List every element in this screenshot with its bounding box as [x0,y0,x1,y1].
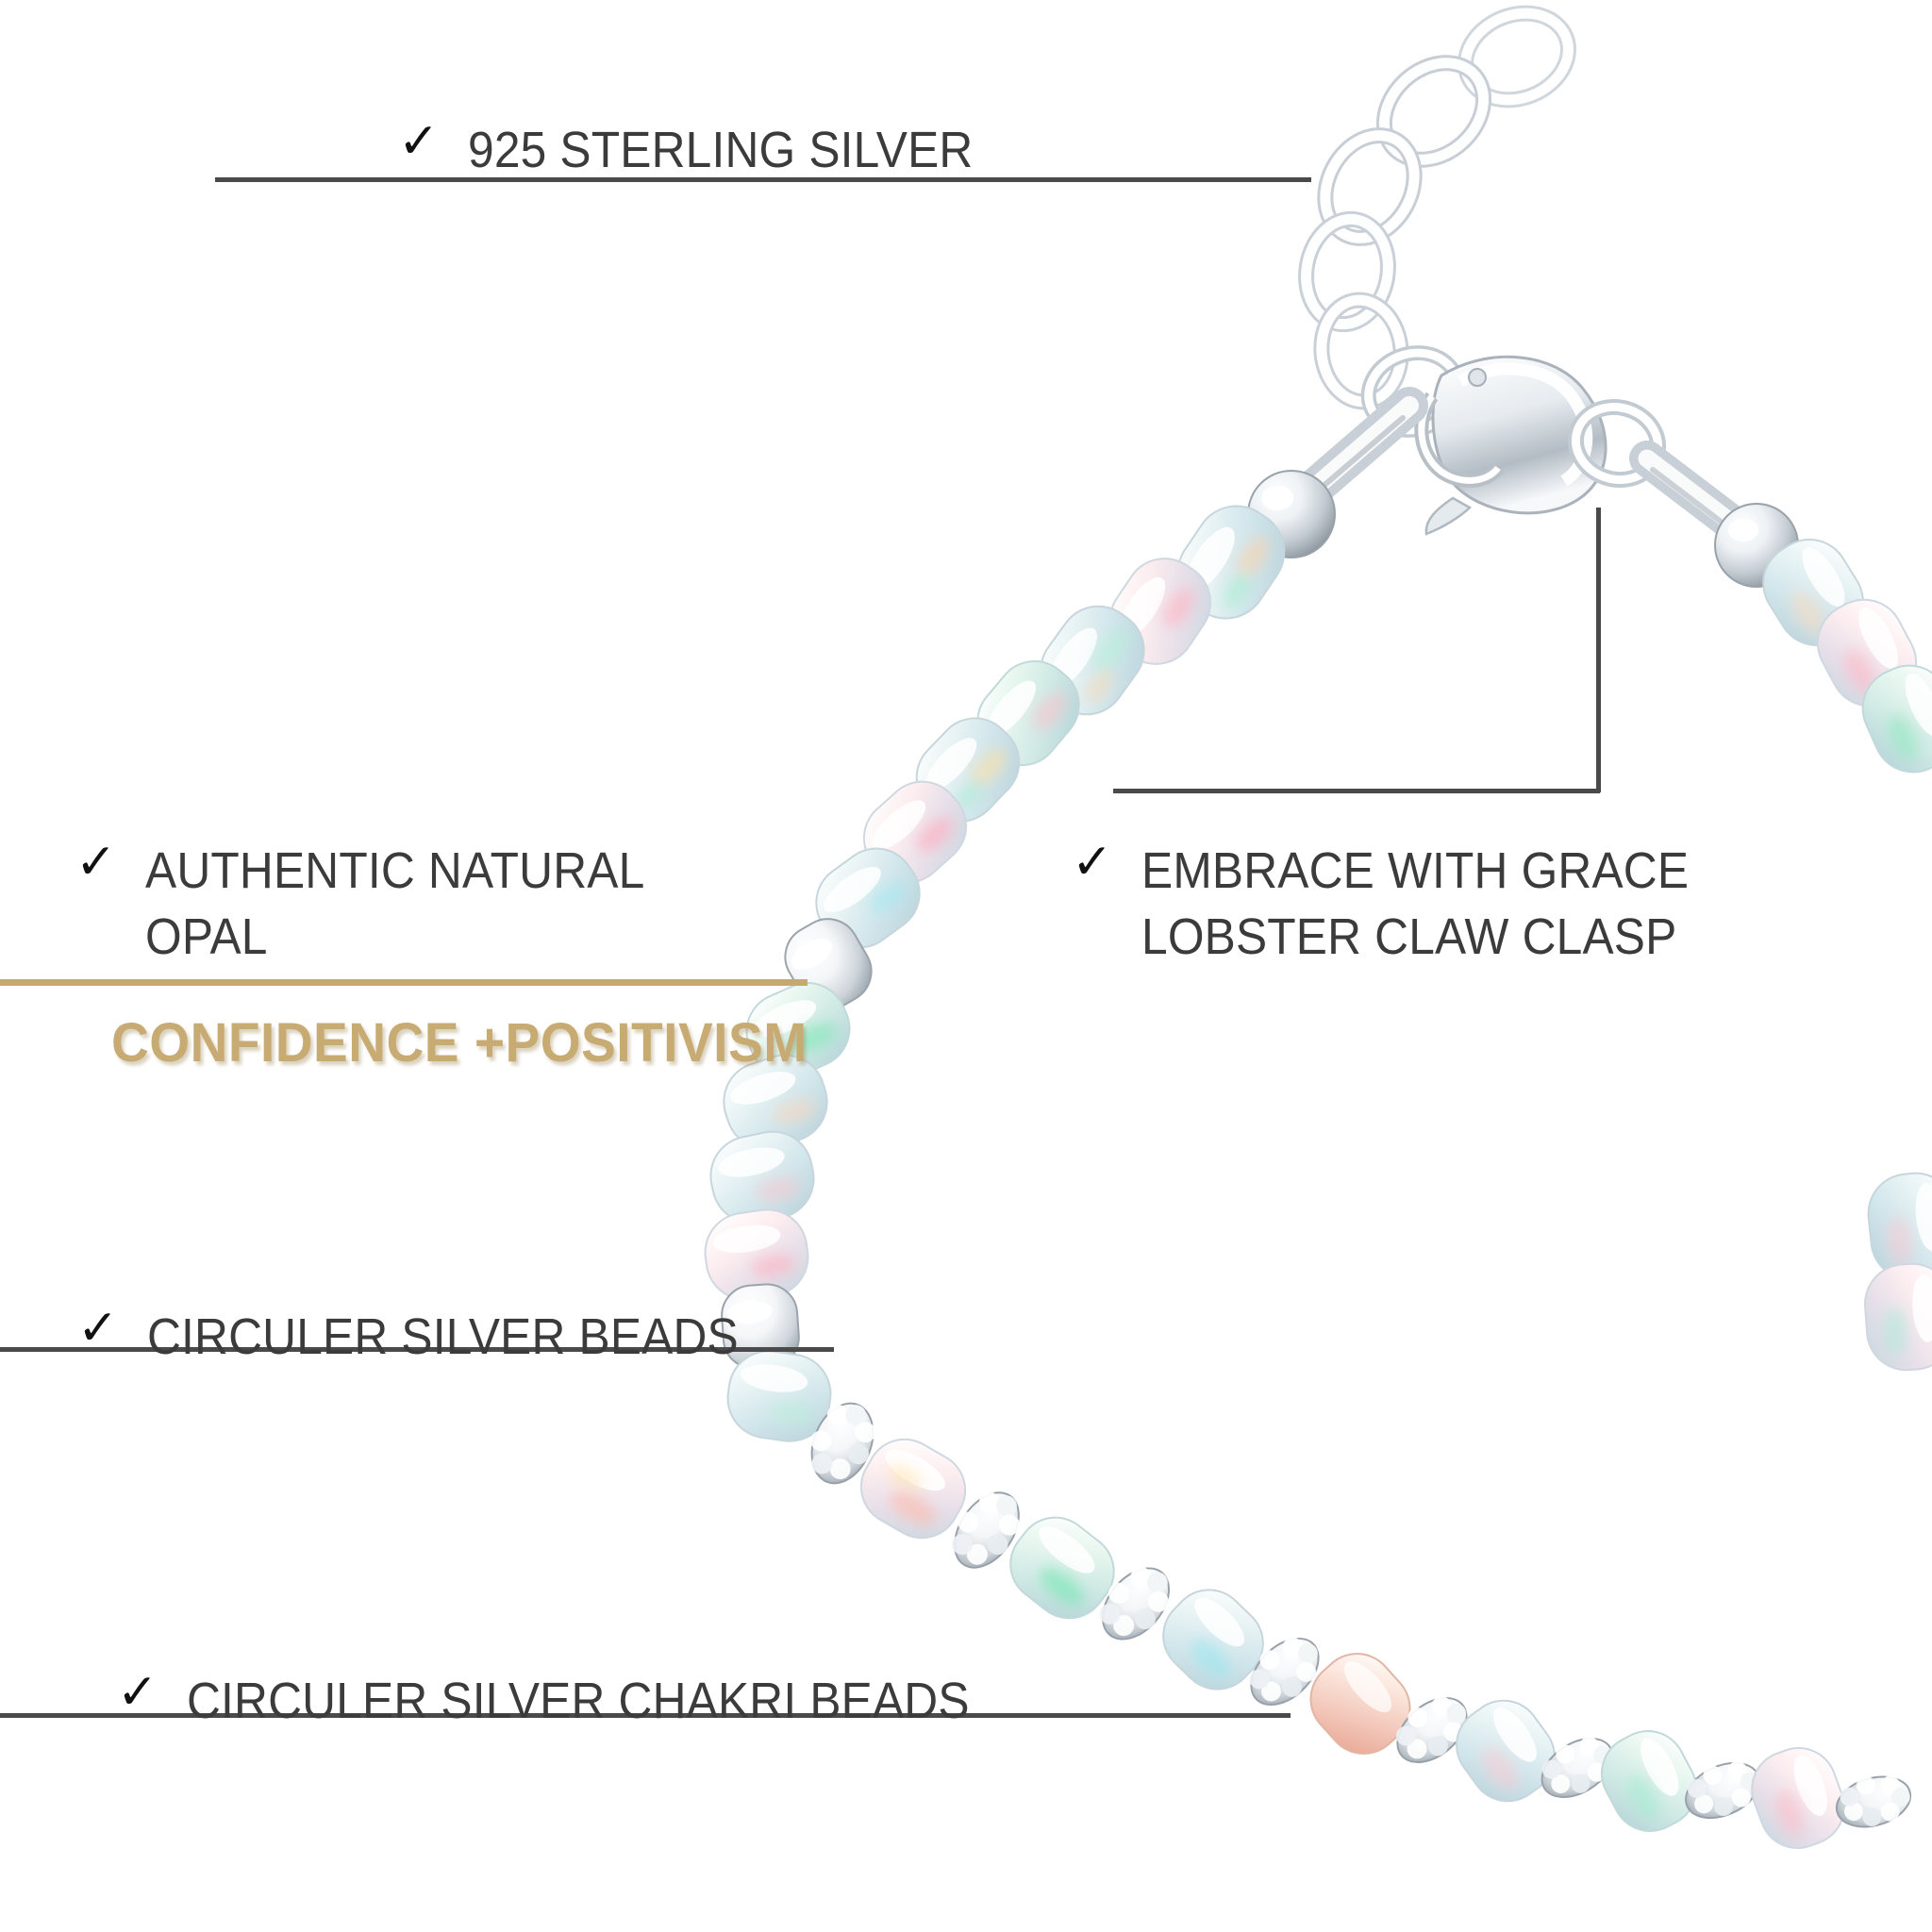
check-icon: ✓ [77,1300,119,1357]
feature-circular-silver-chakri-beads: ✓ CIRCULER SILVER CHAKRI BEADS [117,1668,1037,1734]
opal-bead-strand-right [1762,539,1932,1372]
left-connector-bar [1292,387,1428,509]
lobster-claw-clasp [1360,345,1667,536]
feature-label-silver-beads: CIRCULER SILVER BEADS [146,1308,739,1365]
feature-label-sterling-silver: 925 STERLING SILVER [467,122,974,178]
chakri-silver-bead [810,1402,876,1485]
chakri-silver-bead [1395,1696,1468,1764]
chakri-silver-bead [1249,1637,1320,1707]
leader-line-lobster-clasp-vertical [1596,508,1601,792]
feature-circular-silver-beads: ✓ CIRCULER SILVER BEADS [77,1304,790,1370]
chakri-silver-bead [1541,1736,1614,1798]
leader-line-lobster-clasp-horizontal [1113,789,1600,793]
leader-line-silver-beads [0,1347,834,1352]
leader-line-sterling-silver [215,177,1311,182]
tagline-text: CONFIDENCE +POSITIVISM [111,1012,808,1074]
feature-label-authentic-opal: AUTHENTIC NATURAL OPAL [144,842,644,966]
chakri-silver-bead [952,1491,1021,1569]
tagline-divider [0,979,808,986]
right-connector-bar [1629,441,1752,542]
check-icon: ✓ [117,1664,158,1721]
check-icon: ✓ [398,113,440,170]
feature-lobster-claw-clasp: ✓ EMBRACE WITH GRACE LOBSTER CLAW CLASP [1072,838,1736,970]
check-icon: ✓ [1072,834,1113,891]
feature-label-chakri-beads: CIRCULER SILVER CHAKRI BEADS [186,1673,970,1729]
leader-line-chakri-beads [0,1713,1291,1718]
chakri-silver-bead [1099,1566,1170,1641]
opal-bead-strand-left [704,505,1286,1370]
check-icon: ✓ [75,834,117,891]
feature-925-sterling-silver: ✓ 925 STERLING SILVER [398,117,1017,183]
chakri-silver-bead [1835,1775,1912,1828]
feature-label-lobster-clasp: EMBRACE WITH GRACE LOBSTER CLAW CLASP [1141,842,1689,966]
feature-authentic-natural-opal: ✓ AUTHENTIC NATURAL OPAL [75,838,688,970]
opal-and-chakri-strand-bottom [726,1350,1912,1849]
extender-chain [1298,5,1576,410]
